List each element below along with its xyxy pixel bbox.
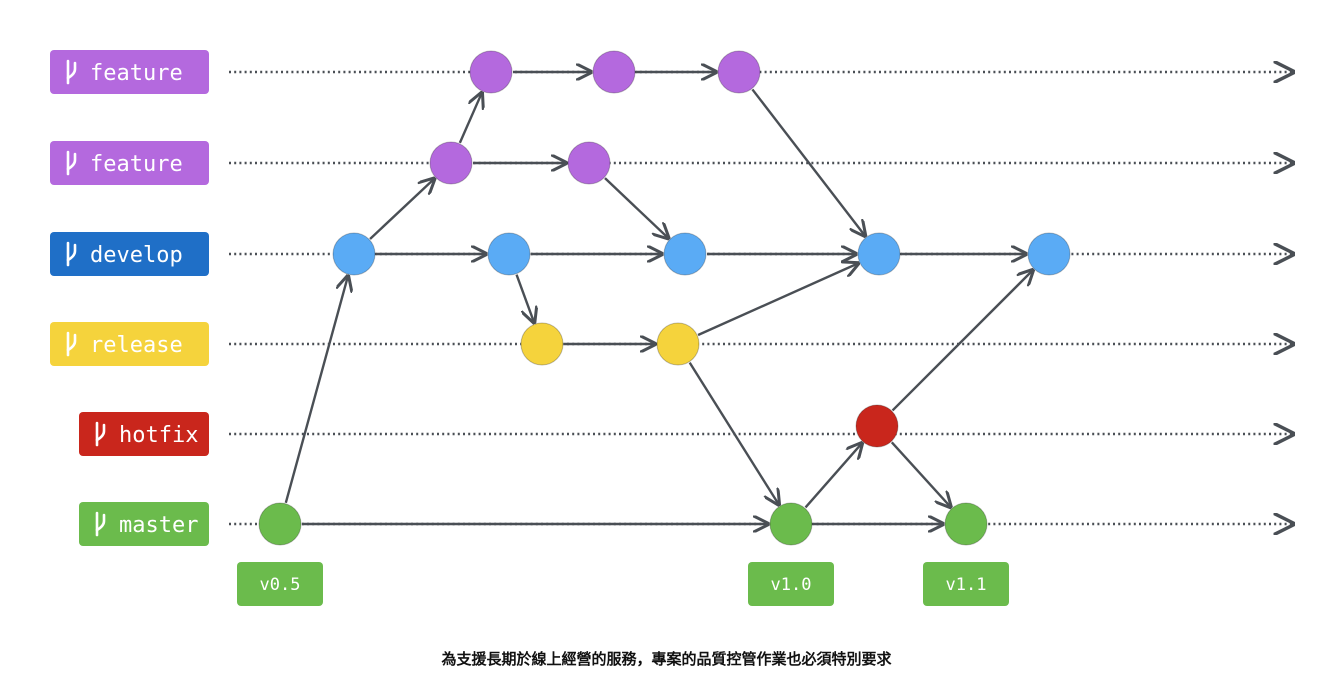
branch-labels: feature feature develop release hotfix master — [50, 50, 209, 546]
edge-h1-d5 — [891, 270, 1033, 412]
branch-label-text: develop — [90, 243, 183, 268]
commit-node-f1c — [717, 50, 761, 94]
branch-label-master: master — [79, 502, 209, 546]
edge-h1-m3 — [890, 441, 951, 507]
edge-d2-r1 — [515, 274, 535, 323]
commit-node-r1 — [520, 322, 564, 366]
edge-f1c-d4 — [751, 88, 865, 235]
version-tag-v0.5: v0.5 — [237, 562, 323, 606]
git-branch-icon — [66, 150, 77, 176]
git-flow-diagram: feature feature develop release hotfix master… — [50, 50, 1333, 606]
branch-label-text: release — [90, 333, 183, 358]
commit-node-m2 — [769, 502, 813, 546]
git-branch-icon — [66, 331, 77, 357]
version-tags: v0.5 v1.0 v1.1 — [237, 562, 1009, 606]
git-branch-icon — [95, 511, 106, 537]
commit-node-m3 — [944, 502, 988, 546]
edge-f2b-d3 — [604, 177, 668, 238]
version-tag-v1.0: v1.0 — [748, 562, 834, 606]
branch-timelines — [229, 72, 1293, 524]
git-branch-icon — [66, 59, 77, 85]
edge-m1-d1 — [284, 276, 348, 504]
commit-node-d2 — [487, 232, 531, 276]
branch-label-text: feature — [90, 61, 183, 86]
commit-node-r2 — [656, 322, 700, 366]
commit-edges — [284, 72, 1033, 524]
commit-node-d5 — [1027, 232, 1071, 276]
commit-nodes — [258, 50, 1071, 546]
edge-d1-f2a — [369, 179, 434, 240]
git-branch-icon — [95, 421, 106, 447]
caption: 為支援長期於線上經營的服務，專案的品質控管作業也必須特別要求 — [441, 650, 892, 668]
branch-label-hotfix: hotfix — [79, 412, 209, 456]
commit-node-d3 — [663, 232, 707, 276]
branch-label-text: hotfix — [119, 423, 198, 448]
version-tag-text: v1.0 — [771, 575, 812, 595]
edge-r2-m2 — [688, 361, 779, 505]
branch-label-feature1: feature — [50, 50, 209, 94]
commit-node-d4 — [857, 232, 901, 276]
branch-label-text: feature — [90, 152, 183, 177]
branch-label-feature2: feature — [50, 141, 209, 185]
commit-node-f2b — [567, 141, 611, 185]
branch-label-develop: develop — [50, 232, 209, 276]
edge-f2a-f1a — [458, 93, 482, 144]
commit-node-m1 — [258, 502, 302, 546]
commit-node-h1 — [855, 404, 899, 448]
edge-r2-d4 — [697, 263, 858, 337]
version-tag-text: v0.5 — [260, 575, 301, 595]
commit-node-f2a — [429, 141, 473, 185]
git-branch-icon — [66, 241, 77, 267]
branch-label-text: master — [119, 513, 198, 538]
commit-node-f1b — [592, 50, 636, 94]
commit-node-f1a — [469, 50, 513, 94]
version-tag-text: v1.1 — [946, 575, 987, 595]
branch-label-release: release — [50, 322, 209, 366]
commit-node-d1 — [332, 232, 376, 276]
version-tag-v1.1: v1.1 — [923, 562, 1009, 606]
edge-m2-h1 — [804, 443, 862, 509]
